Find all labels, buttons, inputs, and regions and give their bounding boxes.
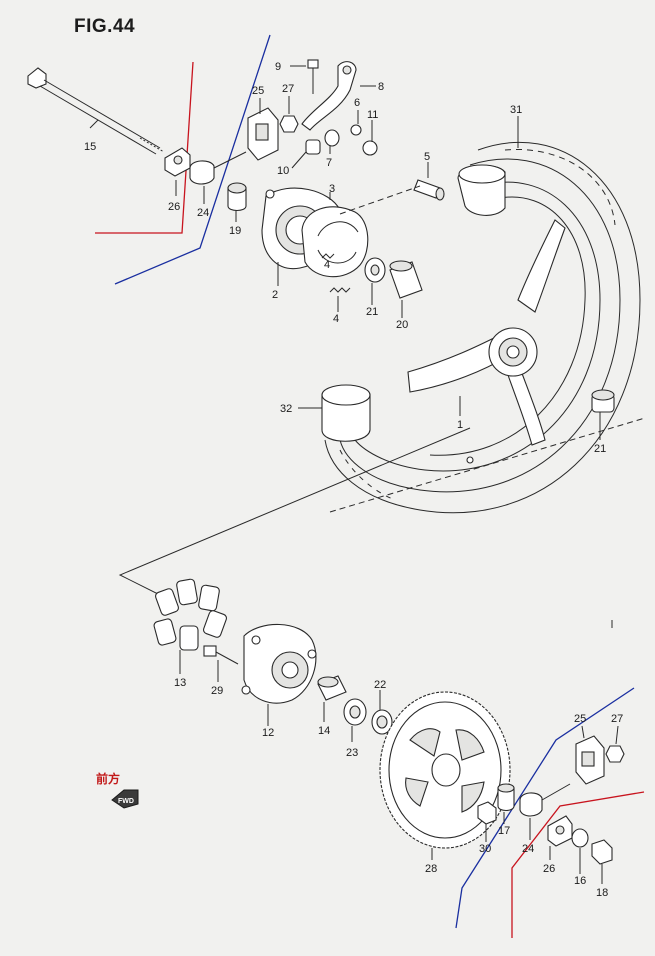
part-label: 18 [596, 887, 608, 899]
chain-adjuster-25 [247, 107, 279, 161]
part-label: 22 [374, 679, 386, 691]
part-label: 31 [510, 104, 522, 116]
tube-part-32 [321, 384, 371, 442]
part-label: 7 [326, 157, 332, 169]
oil-seal-22 [371, 709, 393, 735]
part-label: 28 [425, 863, 437, 875]
brake-shoes-3 [301, 206, 369, 278]
chain-adjuster-plate-26 [164, 147, 191, 177]
forward-label: 前方 [96, 772, 121, 786]
part-label: 24 [197, 207, 209, 219]
part-label: 15 [84, 141, 96, 153]
brake-arm-8 [301, 61, 357, 131]
bolt-9 [307, 59, 319, 94]
sprocket-28 [379, 691, 511, 849]
bearing-21 [364, 257, 386, 283]
part-label: 5 [424, 151, 430, 163]
part-label: 27 [611, 713, 623, 725]
part-label: 6 [354, 97, 360, 109]
part-11 [362, 140, 378, 156]
part-label: 8 [378, 81, 384, 93]
part-label: 14 [318, 725, 330, 737]
nut-27-lower [605, 745, 625, 763]
part-label: 3 [329, 183, 335, 195]
fitting-5 [413, 179, 445, 201]
part-10 [305, 139, 321, 155]
tyre-part-31 [457, 164, 506, 216]
part-labels: 1 2 3 4 4 5 6 7 8 9 10 11 12 13 14 15 16… [84, 61, 623, 899]
chain-adjuster-plate-26-lower [547, 815, 573, 847]
axle-nut-18 [591, 839, 613, 865]
part-label: 25 [574, 713, 586, 725]
part-label: 4 [324, 259, 330, 271]
adjuster-bolt-24-lower [519, 783, 571, 817]
blue-marker-top [114, 34, 271, 285]
part-label: 10 [277, 165, 289, 177]
part-label: 21 [594, 443, 606, 455]
spacer-21-right [591, 389, 615, 413]
part-label: 16 [574, 875, 586, 887]
part-label: 30 [479, 843, 491, 855]
part-label: 23 [346, 747, 358, 759]
part-label: 12 [262, 727, 274, 739]
spacer-20 [389, 260, 423, 299]
part-label: 2 [272, 289, 278, 301]
leader-lines [89, 65, 619, 884]
forward-arrow: FWD [111, 789, 139, 809]
nut-27 [279, 115, 299, 133]
washer-16 [571, 828, 589, 848]
nut-30 [477, 801, 497, 825]
part-label: 29 [211, 685, 223, 697]
part-label: 27 [282, 83, 294, 95]
bearing-23 [343, 698, 367, 726]
adjuster-bolt-24 [189, 151, 247, 185]
rear-wheel-group [324, 141, 641, 514]
part-label: 9 [275, 61, 281, 73]
bolt-29 [203, 645, 239, 665]
part-6 [350, 124, 362, 136]
part-label: 4 [333, 313, 339, 325]
part-label: 25 [252, 85, 264, 97]
blue-marker-bottom [455, 687, 635, 929]
part-label: 11 [367, 109, 378, 121]
part-label: 26 [543, 863, 555, 875]
spacer-19 [227, 182, 247, 212]
svg-text:FWD: FWD [118, 798, 134, 805]
part-label: 21 [366, 306, 378, 318]
part-label: 1 [457, 419, 463, 431]
springs-4 [321, 253, 351, 293]
part-label: 17 [498, 825, 510, 837]
figure-title: FIG.44 [74, 16, 136, 37]
red-marker-bottom [511, 791, 645, 938]
washer-7 [324, 129, 340, 147]
part-label: 13 [174, 677, 186, 689]
spacer-14 [317, 675, 347, 701]
part-label: 20 [396, 319, 408, 331]
sprocket-hub-12 [241, 623, 317, 704]
wheel-dampers-13 [153, 578, 227, 651]
part-label: 32 [280, 403, 292, 415]
part-label: 26 [168, 201, 180, 213]
red-marker-top [95, 61, 194, 234]
part-label: 19 [229, 225, 241, 237]
spacer-17 [497, 783, 515, 812]
part-label: 24 [522, 843, 534, 855]
chain-adjuster-25-lower [575, 735, 605, 785]
